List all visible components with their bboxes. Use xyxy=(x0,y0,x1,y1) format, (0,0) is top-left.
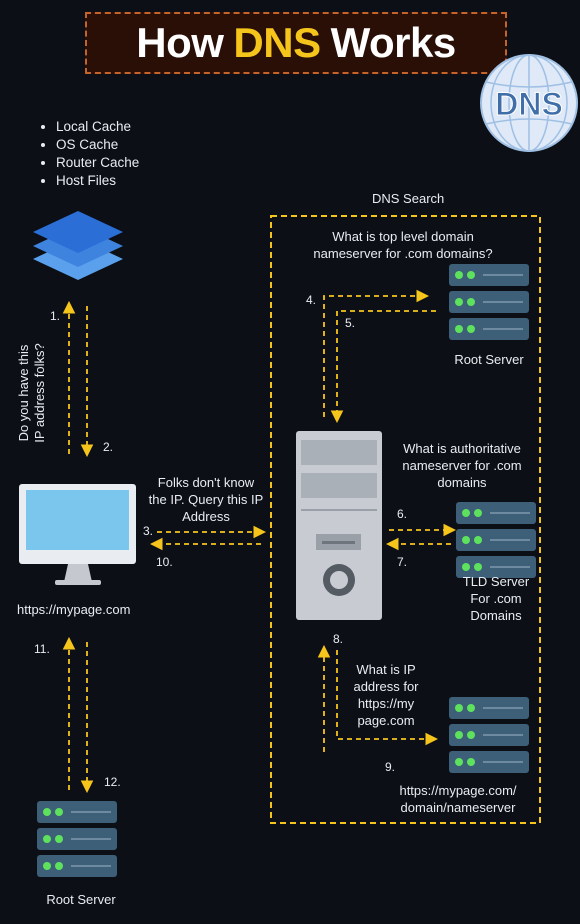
dns-resolver-icon xyxy=(296,431,382,620)
reply-line: Folks don't know xyxy=(157,475,255,490)
root-server-icon xyxy=(448,263,530,341)
reply-line: the IP. Query this IP xyxy=(148,492,264,507)
list-item: Router Cache xyxy=(56,154,139,172)
title-word-how: How xyxy=(136,19,224,66)
auth-server-line: domain/nameserver xyxy=(400,800,516,815)
reply-text: Folks don't know the IP. Query this IP A… xyxy=(138,474,274,525)
list-item: Host Files xyxy=(56,172,139,190)
tld-server-line: For .com xyxy=(470,591,522,606)
ip-question-text: What is IP address for https://my page.c… xyxy=(341,661,431,729)
auth-server-icon xyxy=(448,696,530,774)
tld-server-line: TLD Server xyxy=(462,574,530,589)
arrow-step-5 xyxy=(330,310,436,424)
client-url-label: https://mypage.com xyxy=(17,602,131,617)
page-title: How DNS Works xyxy=(85,12,507,74)
tld-question-text: What is authoritative nameserver for .co… xyxy=(387,440,537,491)
step-number-1: 1. xyxy=(50,309,61,323)
arrow-step-4 xyxy=(323,289,430,417)
globe-label: DNS xyxy=(495,86,563,122)
dns-search-box xyxy=(270,215,541,824)
ip-question-line: address for xyxy=(353,679,419,694)
title-banner xyxy=(85,12,507,74)
tld-question-line: nameserver for .com xyxy=(402,458,522,473)
step-number-5: 5. xyxy=(345,316,356,330)
step-number-6: 6. xyxy=(397,507,408,521)
step-number-3: 3. xyxy=(143,524,154,538)
cache-layers-icon xyxy=(33,211,123,280)
tld-server-icon xyxy=(455,501,537,579)
arrow-step-9 xyxy=(336,650,439,746)
reply-line: Address xyxy=(182,509,230,524)
step-number-9: 9. xyxy=(385,760,396,774)
local-sources-list: Local Cache OS Cache Router Cache Host F… xyxy=(38,118,139,190)
step-number-4: 4. xyxy=(306,293,317,307)
root-question-line: nameserver for .com domains? xyxy=(313,246,493,261)
bottom-root-server-label: Root Server xyxy=(46,892,116,907)
dns-search-label: DNS Search xyxy=(372,191,445,206)
step-number-10: 10. xyxy=(156,555,173,569)
list-item: Local Cache xyxy=(56,118,139,136)
auth-server-line: https://mypage.com/ xyxy=(399,783,517,798)
ip-question-line: https://my xyxy=(357,696,415,711)
auth-server-label: https://mypage.com/ domain/nameserver xyxy=(383,782,533,816)
tld-server-line: Domains xyxy=(470,608,522,623)
bottom-root-server-icon xyxy=(36,800,118,878)
root-server-label: Root Server xyxy=(454,352,524,367)
client-computer-icon xyxy=(19,484,136,585)
step-number-2: 2. xyxy=(103,440,114,454)
title-word-works: Works xyxy=(330,19,457,66)
dns-globe-icon: DNS xyxy=(480,54,578,152)
root-question-line: What is top level domain xyxy=(332,229,474,244)
step-number-7: 7. xyxy=(397,555,408,569)
list-item: OS Cache xyxy=(56,136,139,154)
ip-question-line: page.com xyxy=(357,713,415,728)
root-question-text: What is top level domain nameserver for … xyxy=(288,228,518,262)
step-number-11: 11. xyxy=(34,642,50,656)
tld-question-line: domains xyxy=(437,475,487,490)
ip-question-line: What is IP xyxy=(356,662,416,677)
title-word-dns: DNS xyxy=(233,19,321,66)
step-number-8: 8. xyxy=(333,632,344,646)
step-number-12: 12. xyxy=(104,775,121,789)
local-question-text: Do you have this IP address folks? xyxy=(16,343,47,443)
tld-question-line: What is authoritative xyxy=(403,441,521,456)
tld-server-label: TLD Server For .com Domains xyxy=(436,573,556,624)
